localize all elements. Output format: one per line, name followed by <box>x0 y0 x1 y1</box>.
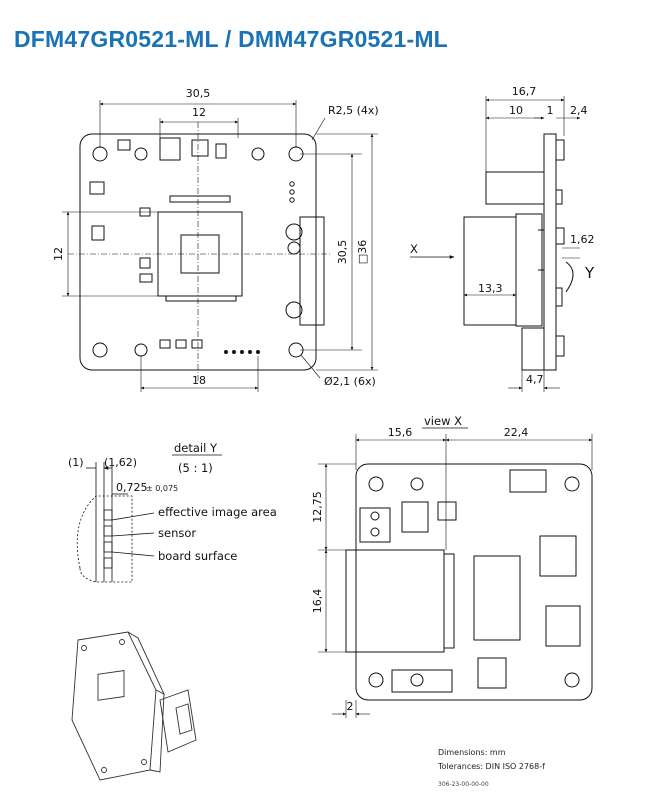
back-pcb-outline <box>355 463 593 701</box>
isometric-camera-sketch <box>71 631 197 781</box>
detail-y-marker: Y <box>584 264 595 282</box>
front-view <box>62 100 378 392</box>
detail-dim-162: (1,62) <box>104 456 137 469</box>
detail-y <box>76 454 222 583</box>
dim-back-2: 2 <box>347 700 354 713</box>
detail-dim-0725: 0,725 <box>116 481 148 494</box>
dim-side-162: 1,62 <box>570 233 595 246</box>
dim-side-133: 13,3 <box>478 282 503 295</box>
dim-back-1275: 12,75 <box>311 491 324 523</box>
dim-side-10: 10 <box>509 104 523 117</box>
detail-tolerance: ± 0,075 <box>146 484 178 493</box>
mount-hole <box>251 147 265 161</box>
dim-side-47: 4,7 <box>526 373 544 386</box>
dim-inner-width: 12 <box>192 106 206 119</box>
terminal-block <box>359 507 391 543</box>
mount-hole <box>134 343 148 357</box>
side-connector <box>299 216 325 326</box>
dim-radius: R2,5 (4x) <box>328 104 379 117</box>
label-effective-area: effective image area <box>158 505 277 519</box>
mount-hole <box>134 147 148 161</box>
label-board-surface: board surface <box>158 549 237 563</box>
side-pcb <box>543 133 557 371</box>
dim-side-total: 16,7 <box>512 85 537 98</box>
detail-dim-1: (1) <box>68 456 84 469</box>
dim-back-224: 22,4 <box>504 426 529 439</box>
dim-bottom-width: 18 <box>192 374 206 387</box>
dim-height-left: 12 <box>52 247 65 261</box>
note-code: 306-23-00-00-00 <box>438 781 489 788</box>
dim-height-inner: 30,5 <box>336 240 349 265</box>
dim-width: 30,5 <box>186 87 211 100</box>
dim-side-24: 2,4 <box>570 104 588 117</box>
dim-back-156: 15,6 <box>388 426 413 439</box>
dim-height-outer: □36 <box>356 240 369 264</box>
view-x-title: view X <box>424 414 462 428</box>
lens-mount-back <box>345 549 445 653</box>
label-sensor: sensor <box>158 526 196 540</box>
mount-hole <box>92 146 108 162</box>
view-x-arrow-label: X <box>410 242 418 256</box>
page-title: DFM47GR0521-ML / DMM47GR0521-ML <box>14 26 448 52</box>
mount-hole <box>92 342 108 358</box>
detail-title: detail Y <box>174 441 218 455</box>
detail-scale: (5 : 1) <box>178 461 213 475</box>
side-view <box>410 96 581 392</box>
lens-mount <box>463 216 517 326</box>
ic-chip <box>473 555 521 641</box>
back-connector <box>391 669 453 693</box>
dim-hole: Ø2,1 (6x) <box>324 375 376 388</box>
dim-side-1: 1 <box>547 104 554 117</box>
note-tolerances: Tolerances: DIN ISO 2768-f <box>437 762 545 771</box>
dim-back-164: 16,4 <box>311 589 324 614</box>
back-view <box>318 427 593 718</box>
note-dimensions: Dimensions: mm <box>438 748 506 757</box>
